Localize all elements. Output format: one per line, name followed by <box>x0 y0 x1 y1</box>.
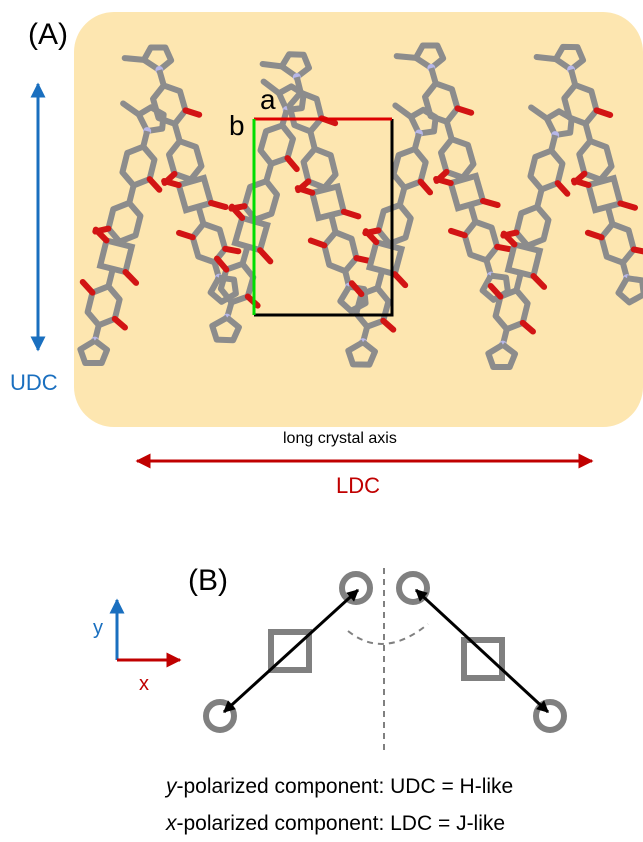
left-bottom-circle <box>203 699 237 733</box>
right-square <box>461 637 505 681</box>
dimer-angle-arc <box>347 623 429 645</box>
right-top-circle <box>396 571 430 605</box>
panel-b-label: (B) <box>188 564 228 597</box>
long-axis-caption: long crystal axis <box>283 430 397 447</box>
caption-x-polarized: x-polarized component: LDC = J-like <box>166 812 505 836</box>
left-top-circle <box>339 571 373 605</box>
cell-a-label: a <box>260 84 276 115</box>
ldc-label: LDC <box>336 473 381 498</box>
right-dipole-arrow <box>414 588 550 714</box>
caption-x-text: -polarized component: LDC = J-like <box>176 812 506 835</box>
unit-cell <box>252 117 394 317</box>
caption-x-variable: x <box>166 812 177 835</box>
caption-y-polarized: y-polarized component: UDC = H-like <box>166 775 513 799</box>
panel-a-label: (A) <box>28 18 68 51</box>
y-axis-label: y <box>93 617 103 639</box>
x-axis-label: x <box>139 673 149 695</box>
caption-y-variable: y <box>166 775 177 798</box>
caption-y-text: -polarized component: UDC = H-like <box>176 775 514 798</box>
udc-label: UDC <box>10 370 58 395</box>
left-dipole-arrow <box>222 588 360 714</box>
cell-b-label: b <box>229 110 245 141</box>
dimer-sketch <box>203 568 567 752</box>
right-bottom-circle <box>533 699 567 733</box>
